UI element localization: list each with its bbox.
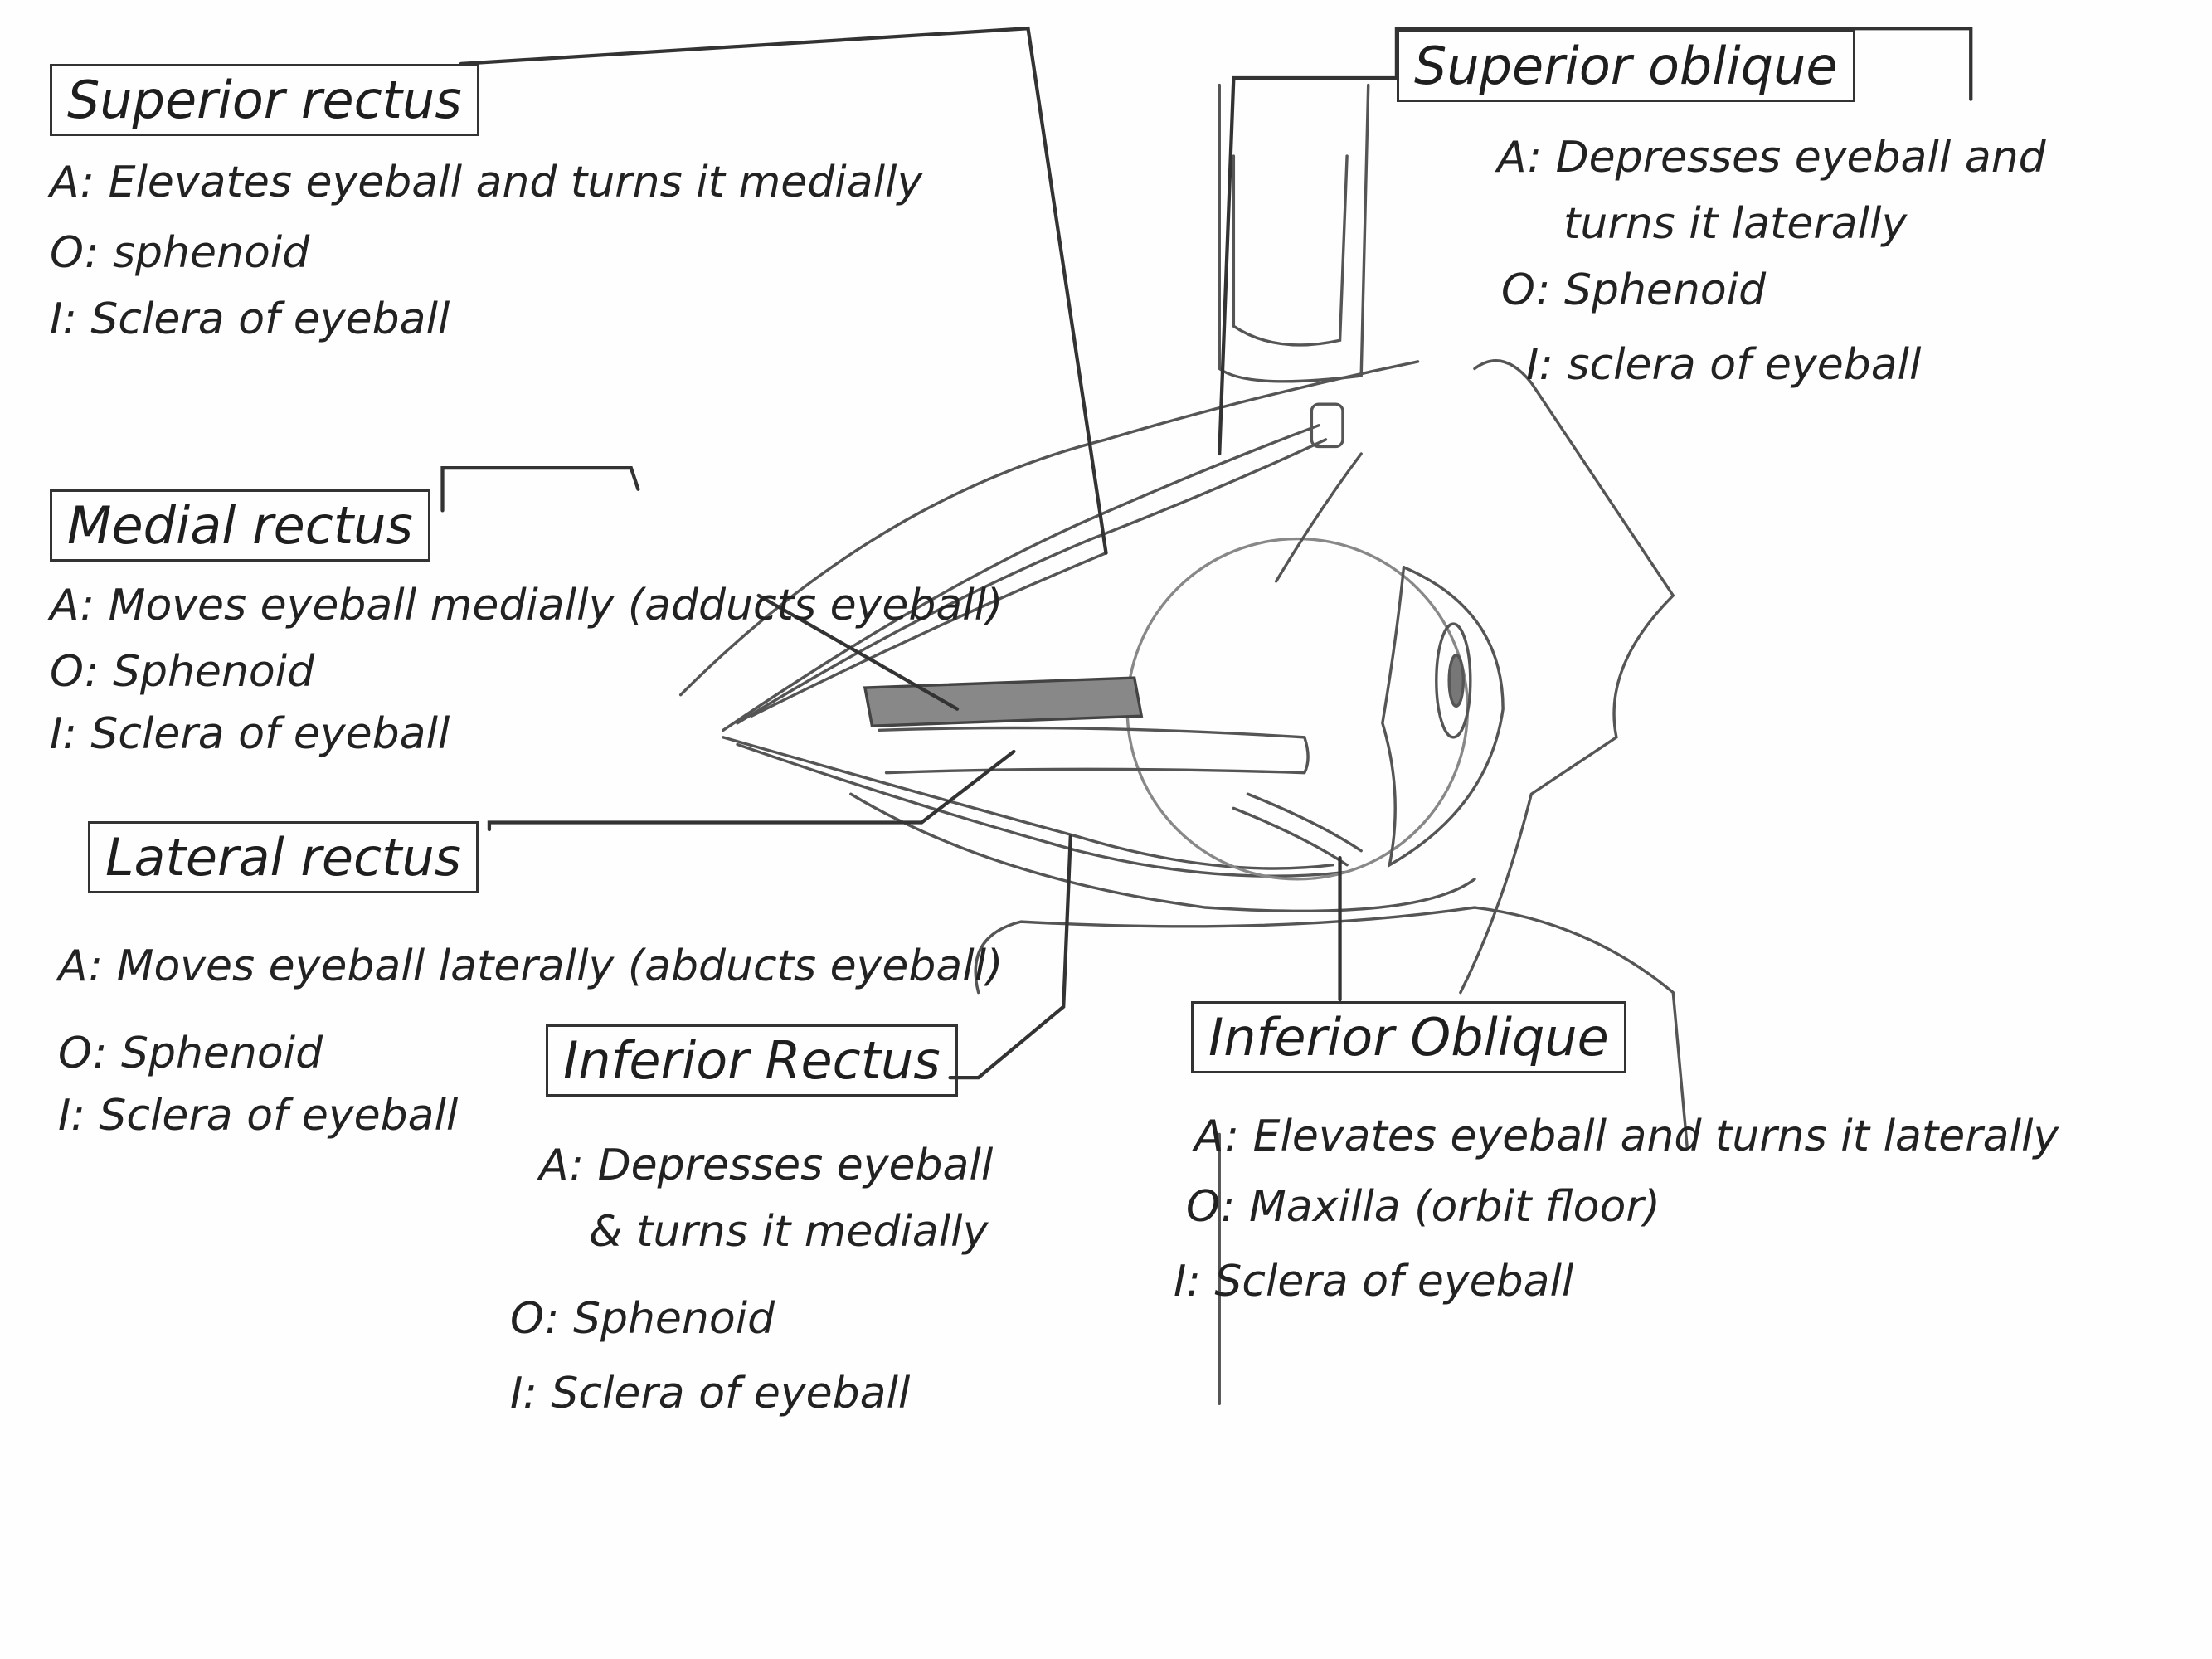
lateral-rectus-origin: O: Sphenoid [58, 1029, 323, 1078]
lateral-rectus-action: A: Moves eyeball laterally (abducts eyeb… [58, 941, 1004, 991]
medial-rectus-label: Medial rectus [50, 489, 430, 562]
superior-oblique-insertion: I: sclera of eyeball [1526, 340, 1922, 390]
superior-rectus-action: A: Elevates eyeball and turns it mediall… [50, 158, 923, 207]
inferior-oblique-origin: O: Maxilla (orbit floor) [1186, 1182, 1660, 1232]
inferior-rectus-origin: O: Sphenoid [510, 1294, 775, 1344]
inferior-oblique-insertion: I: Sclera of eyeball [1174, 1257, 1574, 1306]
medial-rectus-origin: O: Sphenoid [50, 647, 315, 697]
medial-rectus-action: A: Moves eyeball medially (adducts eyeba… [50, 581, 1004, 630]
superior-oblique-action-cont: turns it laterally [1563, 199, 1908, 249]
superior-rectus-origin: O: sphenoid [50, 228, 310, 278]
eyeball [1125, 537, 1470, 881]
orbit-roof [1218, 83, 1370, 383]
inferior-rectus-action: A: Depresses eyeball [539, 1141, 994, 1190]
inferior-rectus-action-cont: & turns it medially [589, 1207, 989, 1257]
superior-rectus-label: Superior rectus [50, 64, 479, 136]
muscle-cone-top [722, 424, 1320, 732]
superior-rectus-insertion: I: Sclera of eyeball [50, 294, 450, 344]
superior-oblique-label: Superior oblique [1397, 30, 1855, 102]
inferior-rectus-label: Inferior Rectus [546, 1024, 958, 1097]
leader-lines [440, 26, 1973, 1080]
orbit-floor [849, 792, 1476, 912]
inferior-oblique-label: Inferior Oblique [1191, 1001, 1626, 1073]
lateral-rectus-muscle [878, 726, 1310, 775]
trochlea [1310, 402, 1344, 449]
cornea [1381, 566, 1505, 868]
superior-oblique-tendon [1274, 452, 1363, 583]
inferior-oblique-muscle [1232, 792, 1363, 867]
cheek [974, 906, 1689, 1151]
superior-oblique-origin: O: Sphenoid [1501, 265, 1767, 315]
superior-oblique-action: A: Depresses eyeball and [1497, 133, 2046, 182]
muscle-cone-bottom [722, 736, 1334, 870]
medial-rectus-muscle [863, 676, 1144, 727]
pupil [1447, 654, 1465, 708]
inferior-oblique-action: A: Elevates eyeball and turns it lateral… [1194, 1112, 2059, 1161]
orbit-upper [678, 360, 1420, 697]
lateral-rectus-insertion: I: Sclera of eyeball [58, 1091, 459, 1141]
medial-rectus-insertion: I: Sclera of eyeball [50, 709, 450, 759]
iris [1435, 622, 1472, 739]
orbit-wall [1232, 154, 1349, 347]
inferior-rectus-insertion: I: Sclera of eyeball [510, 1369, 911, 1418]
lateral-rectus-label: Lateral rectus [88, 821, 479, 893]
nose-contour [1459, 359, 1675, 995]
